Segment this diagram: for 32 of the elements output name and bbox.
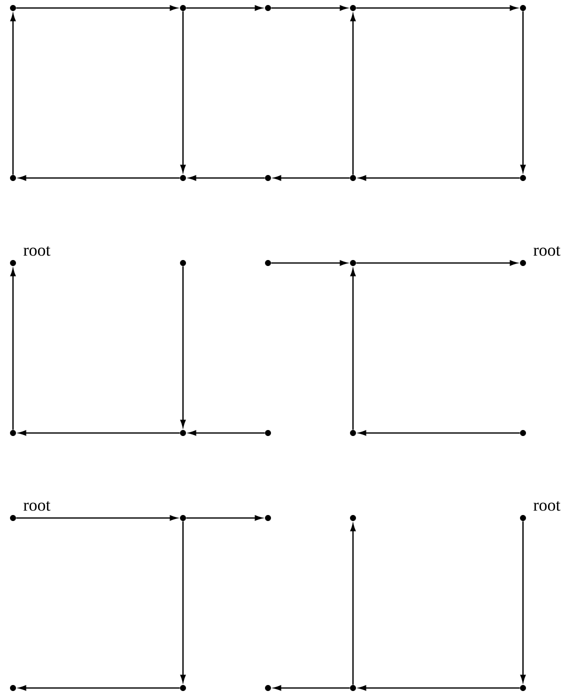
arrow [186,5,262,11]
root-label: root [24,246,50,256]
arrow [18,430,180,436]
arrow [358,175,520,181]
arrow [350,524,356,685]
root-label: root [534,501,560,511]
arrow [188,430,265,436]
arrow [358,685,520,691]
arrow [274,685,350,691]
arrow [180,11,186,172]
arrow [186,515,262,521]
arrow [10,14,16,175]
arrow [350,268,356,430]
arrow [520,11,526,172]
arrow [271,5,348,11]
arrow [271,260,348,266]
root-label: root [24,501,50,511]
arrow [180,266,186,428]
arrow [358,430,520,436]
arrow [16,515,178,521]
arrow [356,5,518,11]
arrow [520,521,526,682]
root-label: root [534,246,560,256]
arrow [188,175,265,181]
arrow [18,685,180,691]
arrow [274,175,350,181]
arrow [10,268,16,430]
arrow [356,260,518,266]
arrow [180,521,186,682]
arrow [18,175,180,181]
arrow [350,14,356,175]
arrow [16,5,178,11]
